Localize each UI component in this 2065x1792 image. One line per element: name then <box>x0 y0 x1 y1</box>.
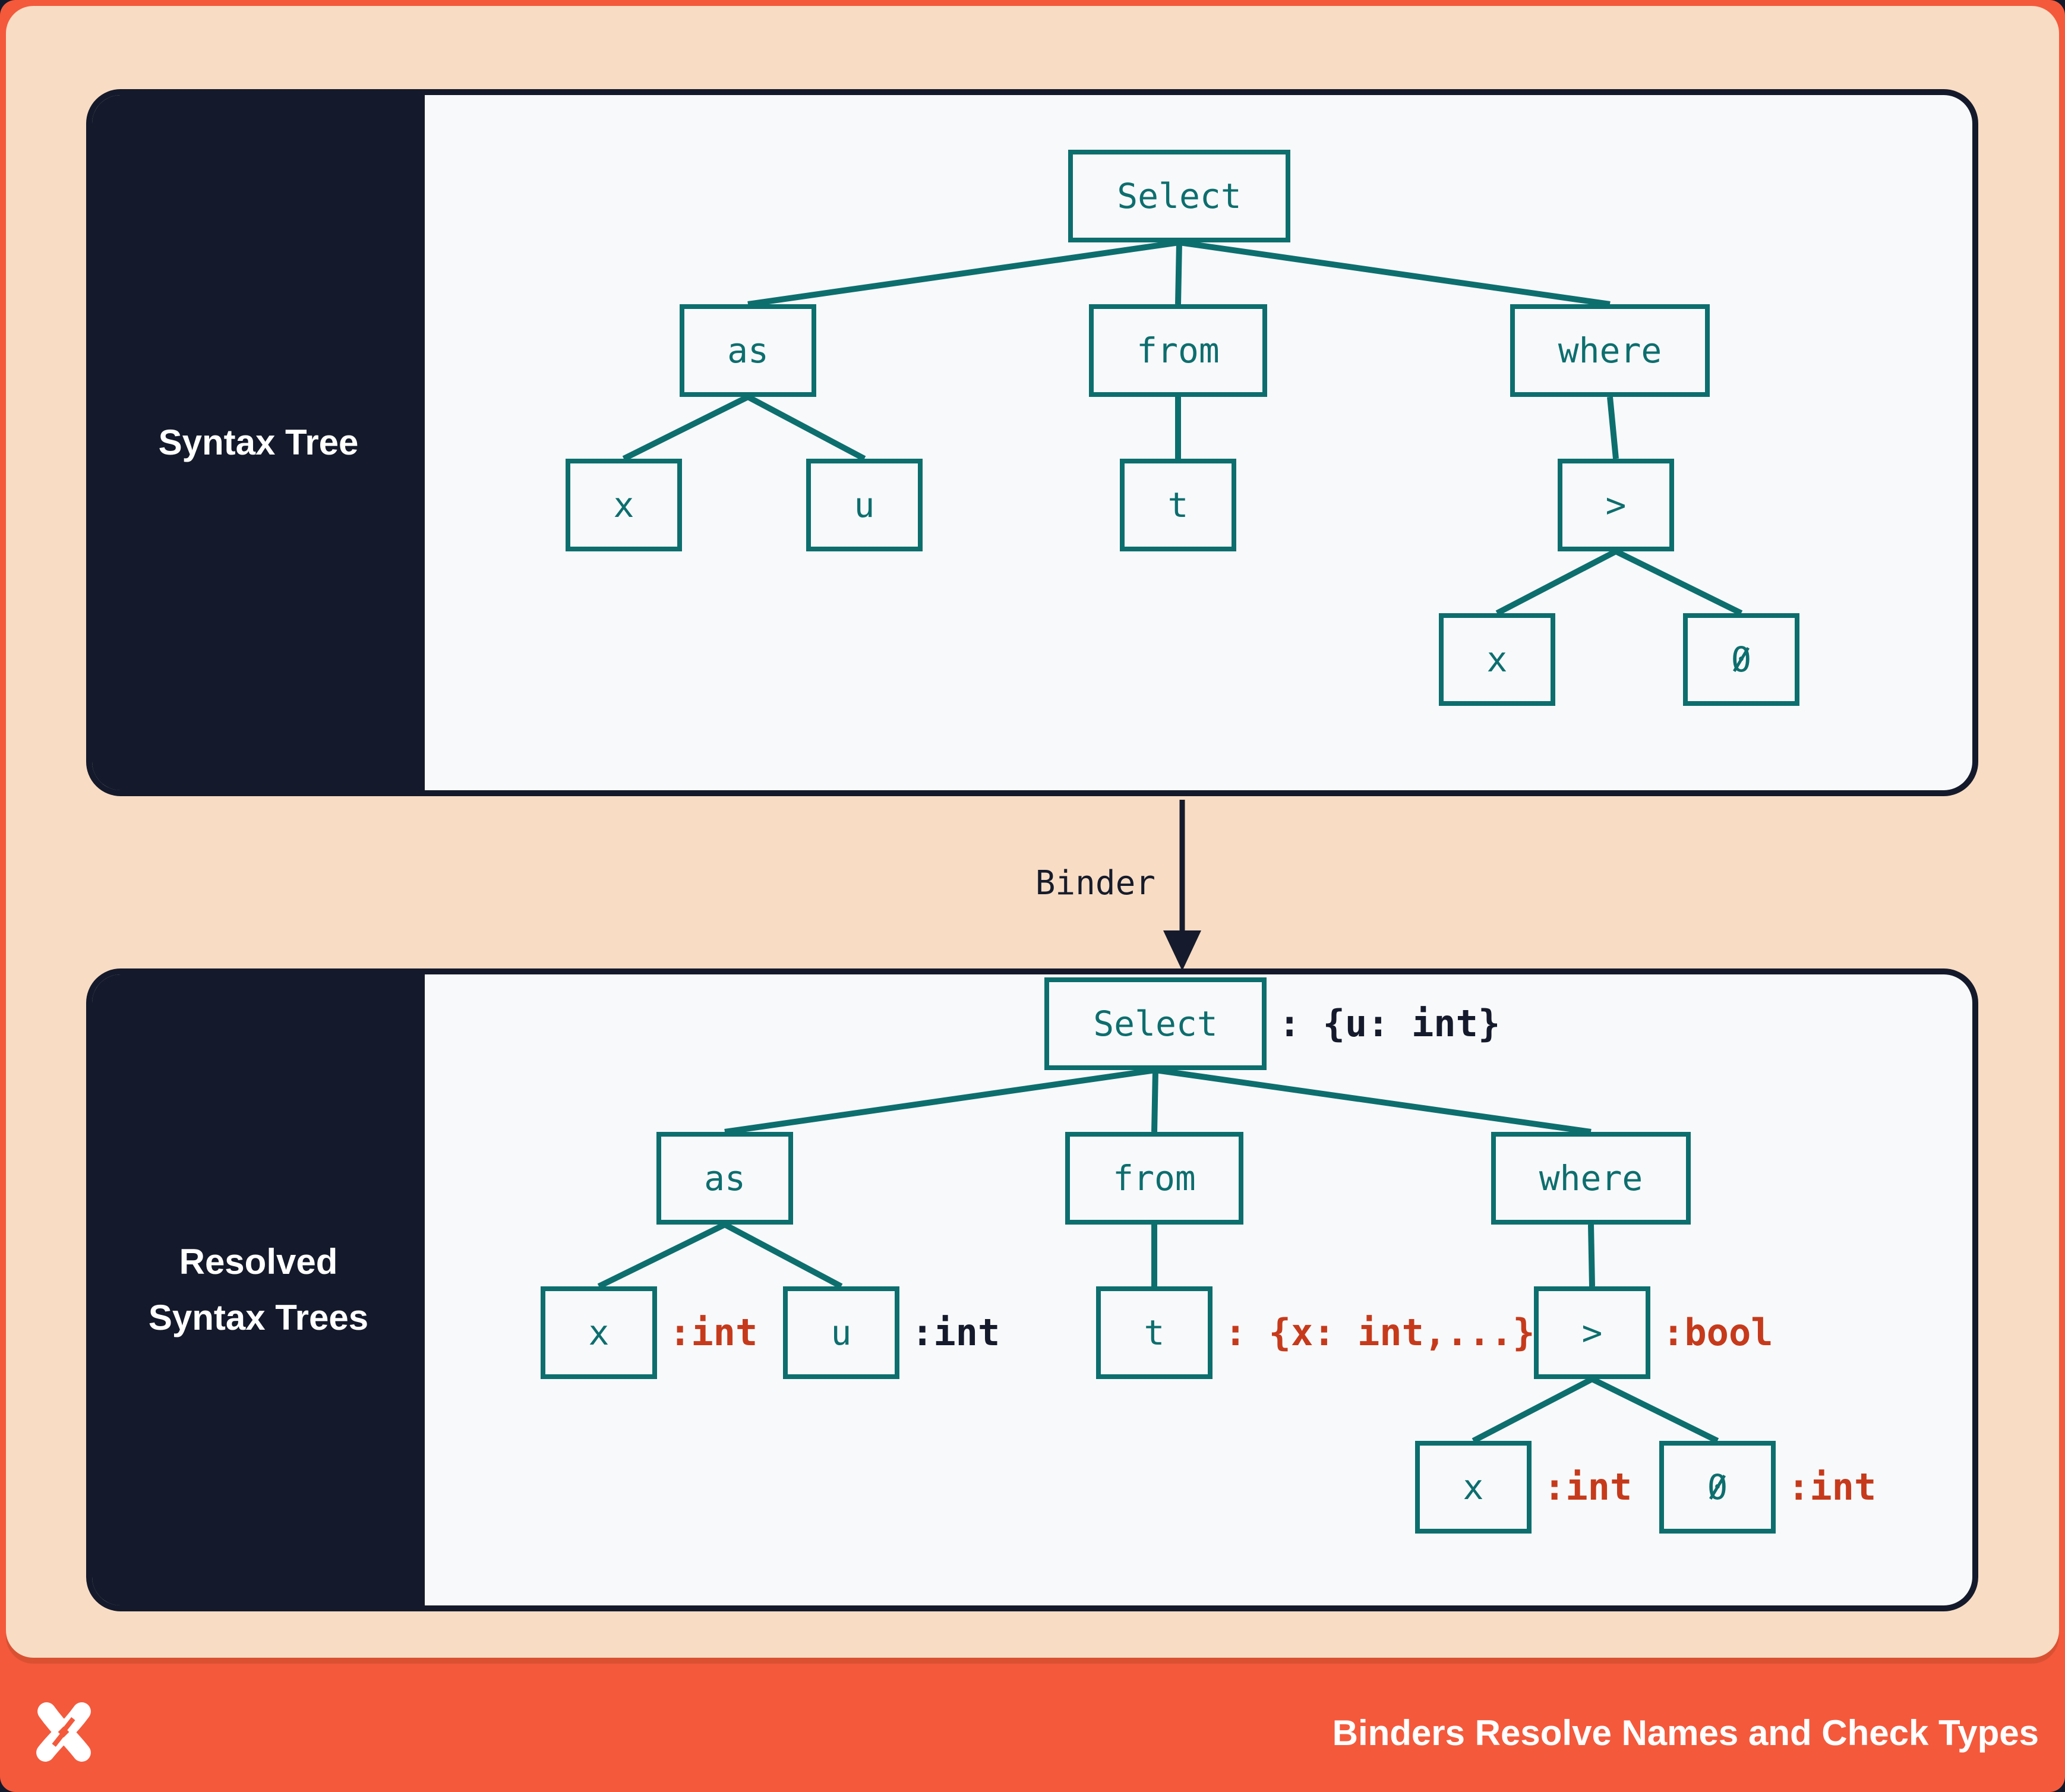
resolved-node-as: as <box>656 1132 793 1225</box>
resolved-annotation-gt: :bool <box>1662 1311 1773 1354</box>
syntax-tree-panel: Syntax Tree <box>86 89 1978 796</box>
syntax-node-u: u <box>806 459 923 551</box>
resolved-panel-title-line2: Syntax Trees <box>148 1298 369 1337</box>
syntax-node-label-from: from <box>1136 330 1220 371</box>
resolved-node-label-t: t <box>1144 1313 1165 1353</box>
resolved-node-label-u: u <box>831 1313 852 1353</box>
syntax-node-gt: > <box>1558 459 1674 551</box>
syntax-node-x2: x <box>1439 613 1555 706</box>
syntax-node-label-t: t <box>1167 485 1189 525</box>
syntax-node-t: t <box>1120 459 1236 551</box>
syntax-node-select: Select <box>1068 150 1290 242</box>
resolved-node-label-gt: > <box>1581 1313 1603 1353</box>
resolved-annotation-x1: :int <box>669 1311 758 1354</box>
resolved-node-label-select: Select <box>1093 1004 1218 1044</box>
resolved-node-label-x1: x <box>588 1313 610 1353</box>
binder-label: Binder <box>1035 864 1155 903</box>
resolved-annotation-x2: :int <box>1543 1465 1633 1509</box>
resolved-annotation-select: : {u: int} <box>1278 1002 1501 1045</box>
resolved-node-select: Select <box>1044 977 1267 1070</box>
resolved-node-label-x2: x <box>1463 1467 1484 1507</box>
resolved-node-gt: > <box>1534 1286 1650 1379</box>
syntax-node-label-where: where <box>1558 330 1662 371</box>
syntax-node-as: as <box>680 304 816 397</box>
syntax-node-zero: 0 <box>1683 613 1799 706</box>
resolved-node-label-as: as <box>704 1158 746 1198</box>
resolved-node-zero: 0 <box>1659 1441 1776 1534</box>
syntax-node-label-u: u <box>854 485 875 525</box>
syntax-node-label-x1: x <box>613 485 634 525</box>
resolved-panel-title-line1: Resolved <box>179 1242 338 1282</box>
syntax-tree-sidebar: Syntax Tree <box>92 95 425 790</box>
syntax-node-label-gt: > <box>1605 485 1627 525</box>
syntax-node-x1: x <box>566 459 682 551</box>
syntax-node-label-as: as <box>727 330 769 371</box>
resolved-node-from: from <box>1065 1132 1243 1225</box>
resolved-annotation-t: : {x: int,...} <box>1224 1311 1535 1354</box>
resolved-node-x2: x <box>1415 1441 1532 1534</box>
resolved-node-x1: x <box>541 1286 657 1379</box>
resolved-node-where: where <box>1491 1132 1691 1225</box>
syntax-node-from: from <box>1089 304 1267 397</box>
resolved-node-label-where: where <box>1539 1158 1643 1198</box>
resolved-node-t: t <box>1096 1286 1213 1379</box>
resolved-node-label-from: from <box>1113 1158 1196 1198</box>
resolved-annotation-zero: :int <box>1788 1465 1877 1509</box>
footer-title: Binders Resolve Names and Check Types <box>1332 1713 2039 1753</box>
syntax-node-where: where <box>1510 304 1710 397</box>
syntax-tree-panel-title: Syntax Tree <box>158 422 359 462</box>
syntax-node-label-select: Select <box>1117 176 1242 216</box>
pinwheel-x-logo <box>36 1702 91 1762</box>
resolved-syntax-trees-sidebar: Resolved Syntax Trees <box>92 974 425 1605</box>
syntax-node-label-x2: x <box>1486 639 1508 680</box>
resolved-annotation-u: :int <box>911 1311 1000 1354</box>
resolved-node-u: u <box>783 1286 899 1379</box>
